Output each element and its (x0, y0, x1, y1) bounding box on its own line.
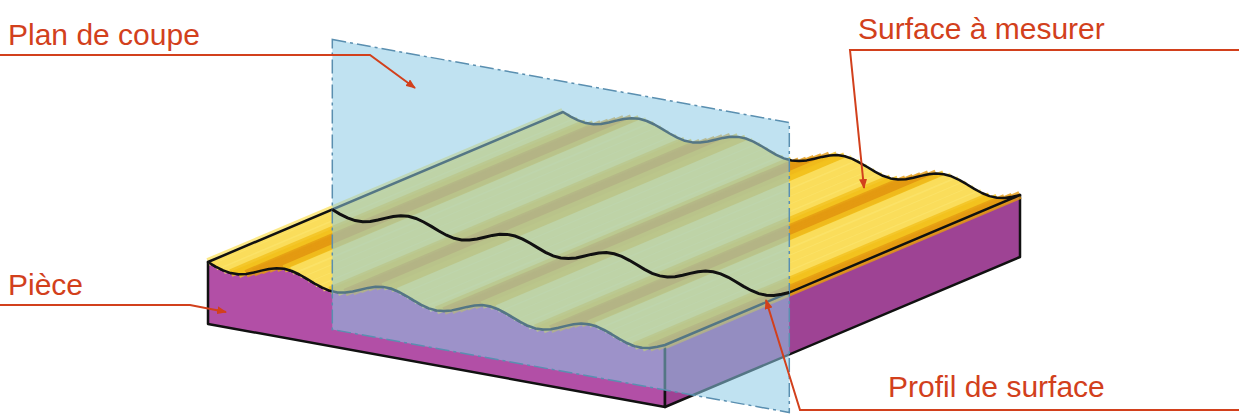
cutting-plane (332, 40, 789, 413)
leader-line (0, 55, 415, 88)
part-label: Plan de coupe (8, 18, 200, 52)
part-label: Pièce (8, 268, 83, 302)
leader-line (0, 305, 226, 312)
surface-profile (332, 210, 789, 296)
part-label: Profil de surface (888, 370, 1105, 404)
plane-surface (332, 40, 789, 413)
leader-line (850, 50, 1239, 188)
leader-lines (0, 50, 1239, 410)
leader-line (766, 300, 1239, 410)
part-label: Surface à mesurer (858, 12, 1105, 46)
